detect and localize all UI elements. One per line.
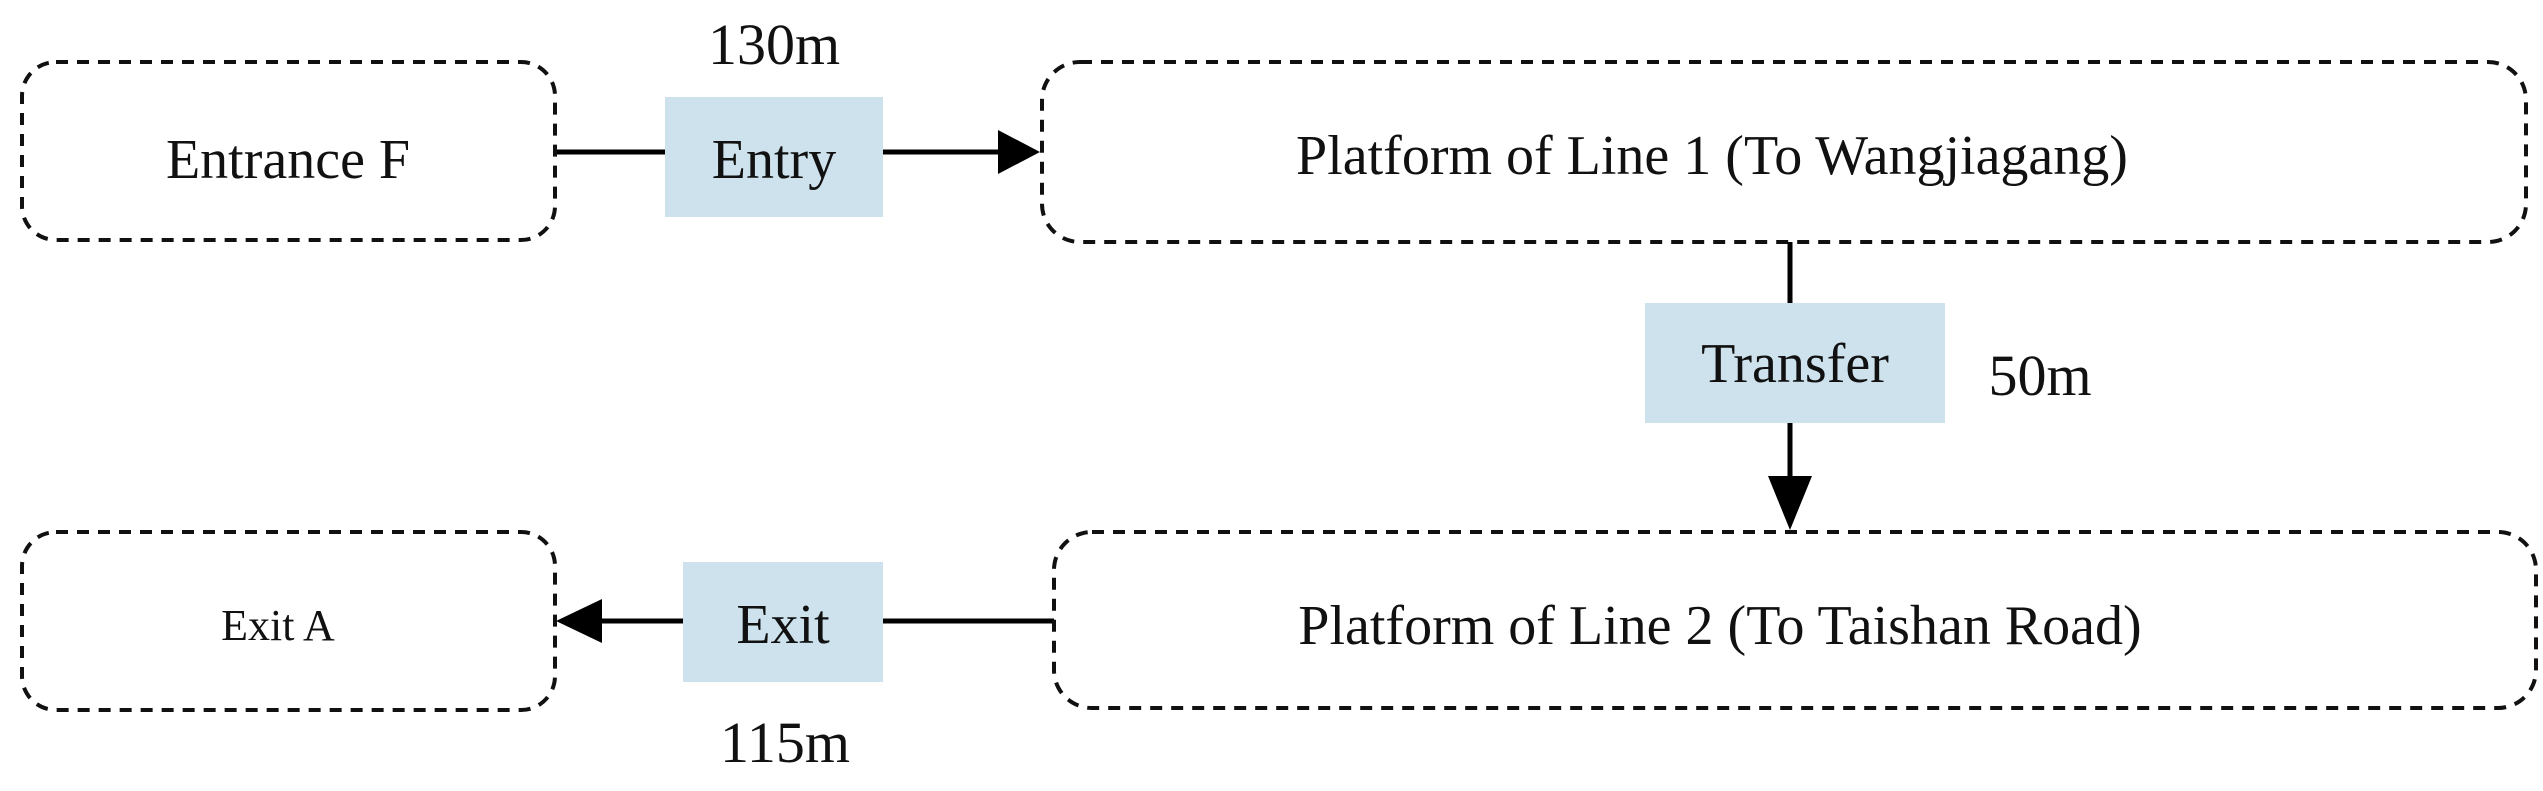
- edge-exit-label: Exit: [736, 594, 830, 656]
- node-platform-line-2: Platform of Line 2 (To Taishan Road): [1052, 530, 2538, 710]
- exit-arrowhead-icon: [556, 599, 602, 643]
- node-platform-line-1: Platform of Line 1 (To Wangjiagang): [1040, 60, 2528, 244]
- node-platform-line-1-label: Platform of Line 1 (To Wangjiagang): [1296, 125, 2128, 187]
- edge-transfer-box: [1645, 303, 1945, 423]
- edge-entry-box: [665, 97, 883, 217]
- edge-transfer-distance: 50m: [1988, 343, 2091, 408]
- entry-arrowhead-icon: [998, 130, 1040, 174]
- node-platform-line-2-label: Platform of Line 2 (To Taishan Road): [1298, 595, 2141, 657]
- edge-entry-distance: 130m: [708, 12, 840, 77]
- edge-entry-label: Entry: [712, 129, 836, 191]
- node-entrance-f: Entrance F: [20, 60, 557, 242]
- node-platform-line-2-box: [1052, 530, 2538, 710]
- edge-entry: Entry 130m: [665, 12, 883, 217]
- node-entrance-f-box: [20, 60, 557, 242]
- edge-exit: Exit 115m: [683, 562, 883, 775]
- node-platform-line-1-box: [1040, 60, 2528, 244]
- node-entrance-f-label: Entrance F: [166, 129, 410, 191]
- node-exit-a-label: Exit A: [221, 601, 335, 650]
- edge-transfer-label: Transfer: [1701, 333, 1889, 395]
- node-exit-a-box: [20, 530, 557, 712]
- edge-transfer: Transfer 50m: [1645, 303, 2092, 423]
- edge-exit-box: [683, 562, 883, 682]
- transfer-arrowhead-icon: [1768, 476, 1812, 530]
- edge-exit-distance: 115m: [720, 710, 850, 775]
- node-exit-a: Exit A: [20, 530, 557, 712]
